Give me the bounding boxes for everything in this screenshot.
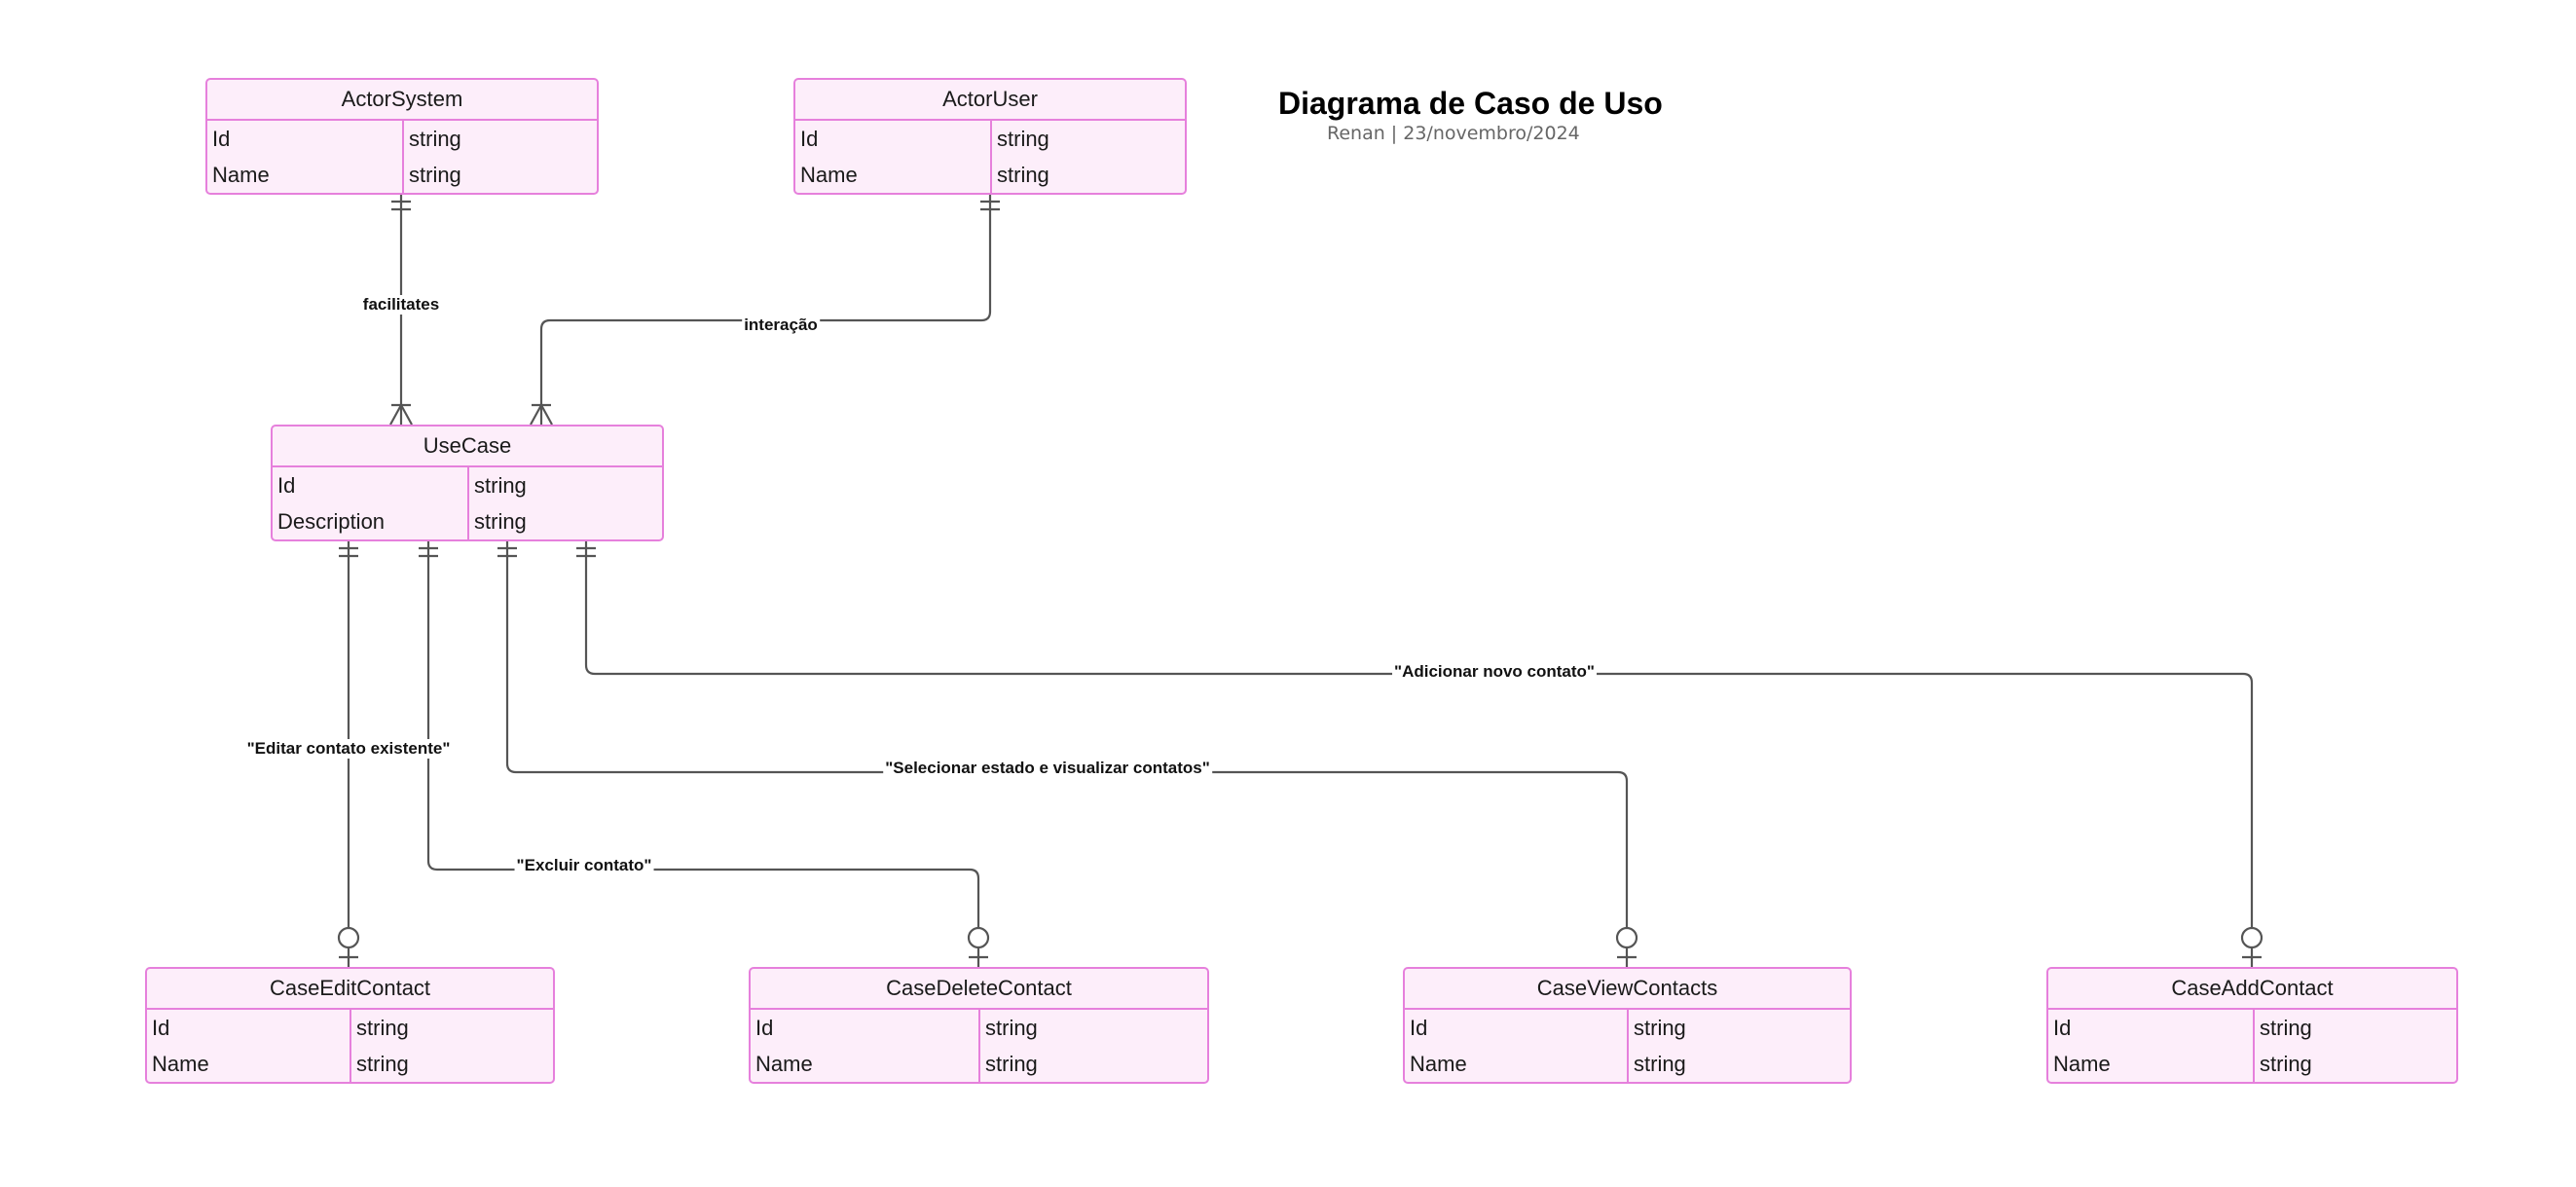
entity-title: CaseAddContact xyxy=(2048,969,2456,1010)
relationship-label-editar: "Editar contato existente" xyxy=(244,739,453,759)
relationship-interacao xyxy=(539,191,992,425)
field-name: Id xyxy=(273,467,469,503)
relationship-editar-start-marker xyxy=(339,546,358,558)
diagram-title: Diagrama de Caso de Uso xyxy=(1278,86,1663,121)
relationship-adicionar xyxy=(584,538,2254,967)
field-type: string xyxy=(985,1052,1038,1076)
field-type: string xyxy=(1634,1016,1686,1040)
field-name: Id xyxy=(795,121,992,157)
field-type: string xyxy=(2260,1016,2312,1040)
field-type: string xyxy=(356,1052,409,1076)
relationship-adicionar-start-marker xyxy=(576,546,596,558)
field-name: Name xyxy=(2048,1046,2255,1082)
entity-title: CaseEditContact xyxy=(147,969,553,1010)
field-name: Id xyxy=(1405,1010,1629,1046)
entity-title: ActorUser xyxy=(795,80,1185,121)
field-name: Description xyxy=(273,503,469,539)
field-type: string xyxy=(356,1016,409,1040)
relationship-excluir xyxy=(426,538,980,967)
relationship-label-facilitates: facilitates xyxy=(360,295,442,315)
relationship-interacao-end-marker xyxy=(530,403,553,426)
field-name: Id xyxy=(147,1010,351,1046)
relationship-facilitates-start-marker xyxy=(391,200,411,211)
field-type: string xyxy=(474,509,527,534)
field-name: Name xyxy=(207,157,404,193)
relationship-facilitates-end-marker xyxy=(389,403,413,426)
relationship-selecionar xyxy=(505,538,1629,967)
diagram-subtitle: Renan | 23/novembro/2024 xyxy=(1327,123,1580,144)
entity-title: CaseViewContacts xyxy=(1405,969,1850,1010)
field-type: string xyxy=(409,127,461,151)
entity-title: CaseDeleteContact xyxy=(751,969,1207,1010)
field-type: string xyxy=(2260,1052,2312,1076)
field-type: string xyxy=(997,127,1049,151)
entity-title: UseCase xyxy=(273,427,662,467)
relationship-selecionar-end-marker xyxy=(1615,926,1638,959)
field-name: Id xyxy=(207,121,404,157)
relationship-editar-end-marker xyxy=(337,926,360,959)
field-type: string xyxy=(1634,1052,1686,1076)
field-name: Name xyxy=(795,157,992,193)
field-name: Name xyxy=(1405,1046,1629,1082)
field-type: string xyxy=(474,473,527,498)
field-type: string xyxy=(997,163,1049,187)
relationship-excluir-start-marker xyxy=(419,546,438,558)
field-name: Id xyxy=(2048,1010,2255,1046)
field-type: string xyxy=(409,163,461,187)
field-name: Id xyxy=(751,1010,980,1046)
entity-title: ActorSystem xyxy=(207,80,597,121)
relationship-label-excluir: "Excluir contato" xyxy=(514,856,654,875)
relationship-interacao-start-marker xyxy=(980,200,1000,211)
relationship-label-selecionar: "Selecionar estado e visualizar contatos… xyxy=(883,759,1212,778)
relationship-excluir-end-marker xyxy=(967,926,990,959)
relationship-selecionar-start-marker xyxy=(497,546,517,558)
relationship-label-adicionar: "Adicionar novo contato" xyxy=(1392,662,1597,682)
field-type: string xyxy=(985,1016,1038,1040)
relationship-label-interacao: interação xyxy=(742,315,820,335)
field-name: Name xyxy=(751,1046,980,1082)
relationship-adicionar-end-marker xyxy=(2240,926,2263,959)
field-name: Name xyxy=(147,1046,351,1082)
